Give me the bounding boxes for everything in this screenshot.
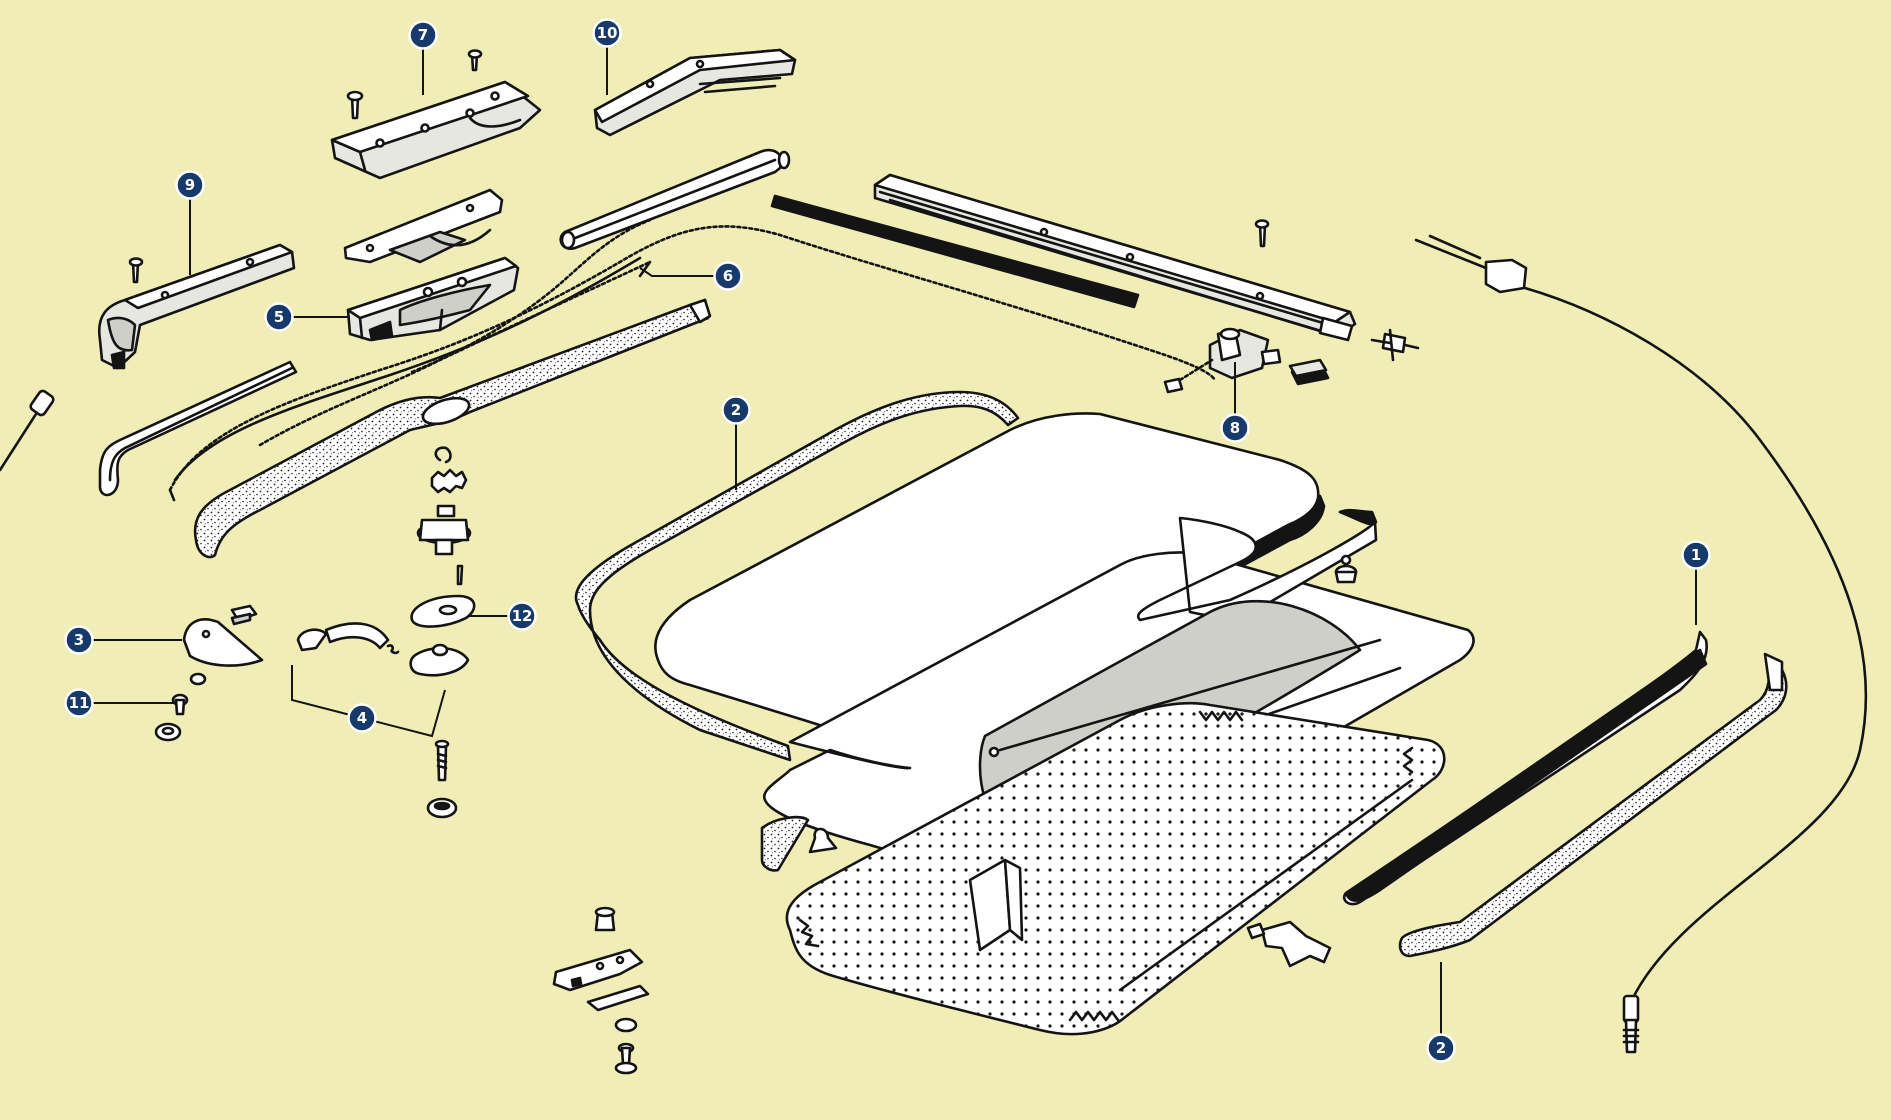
winder-gear-assembly	[1163, 327, 1282, 394]
callout-11: 11	[64, 688, 94, 718]
lower-frame-member	[968, 858, 1332, 968]
handle-cover	[182, 618, 264, 667]
hinge-plate	[343, 188, 504, 264]
callout-9: 9	[175, 170, 205, 200]
callout-2-upper: 2	[721, 395, 751, 425]
callout-3: 3	[64, 625, 94, 655]
callout-4: 4	[347, 703, 377, 733]
rail-clip	[1288, 358, 1330, 386]
callout-1-label: 1	[1691, 546, 1701, 564]
slider-block	[346, 256, 520, 342]
front-seal-strip	[1342, 630, 1708, 906]
rear-seal-strip	[770, 194, 1140, 309]
guide-tube-lower	[98, 360, 298, 497]
callout-2-lower: 2	[1426, 1033, 1456, 1063]
winder-spindle-stack	[410, 446, 476, 628]
headlining-panel	[785, 701, 1446, 1036]
callout-7-label: 7	[418, 26, 428, 44]
callout-11-label: 11	[69, 694, 90, 712]
callout-6-label: 6	[723, 267, 733, 285]
front-seal	[1398, 652, 1788, 958]
callout-10-label: 10	[597, 24, 618, 42]
winder-handle	[296, 622, 470, 677]
callout-7: 7	[408, 20, 438, 50]
cover-clip	[230, 604, 258, 626]
cable-end-left	[0, 389, 55, 472]
main-cross-frame	[193, 298, 712, 559]
callout-3-label: 3	[74, 631, 84, 649]
front-guide-rail	[593, 48, 797, 137]
drive-cable-coils	[168, 218, 1217, 502]
callout-2-lower-label: 2	[1436, 1039, 1446, 1057]
rear-cross-rail	[873, 173, 1357, 342]
callout-1: 1	[1681, 540, 1711, 570]
callout-12-label: 12	[512, 607, 533, 625]
callout-8-label: 8	[1230, 419, 1240, 437]
callout-5: 5	[264, 302, 294, 332]
guide-tube-upper	[559, 148, 791, 250]
callout-4-label: 4	[357, 709, 367, 727]
fixing-screw	[154, 672, 207, 742]
callout-5-label: 5	[274, 308, 284, 326]
callout-10: 10	[592, 18, 622, 48]
callout-2-upper-label: 2	[731, 401, 741, 419]
handle-screw	[426, 739, 458, 819]
rear-seal	[574, 390, 1020, 762]
panel-clip-left	[760, 815, 838, 872]
drive-cable-right	[1414, 234, 1868, 1054]
callout-12: 12	[507, 601, 537, 631]
rear-guide-bracket	[330, 49, 542, 180]
panel-clip-right	[1334, 564, 1358, 584]
side-rail-bracket	[97, 243, 296, 370]
latch-bracket-stack	[552, 906, 650, 1075]
rail-plug	[1370, 328, 1420, 362]
callout-8: 8	[1220, 413, 1250, 443]
callout-9-label: 9	[185, 176, 195, 194]
callout-6: 6	[713, 261, 743, 291]
